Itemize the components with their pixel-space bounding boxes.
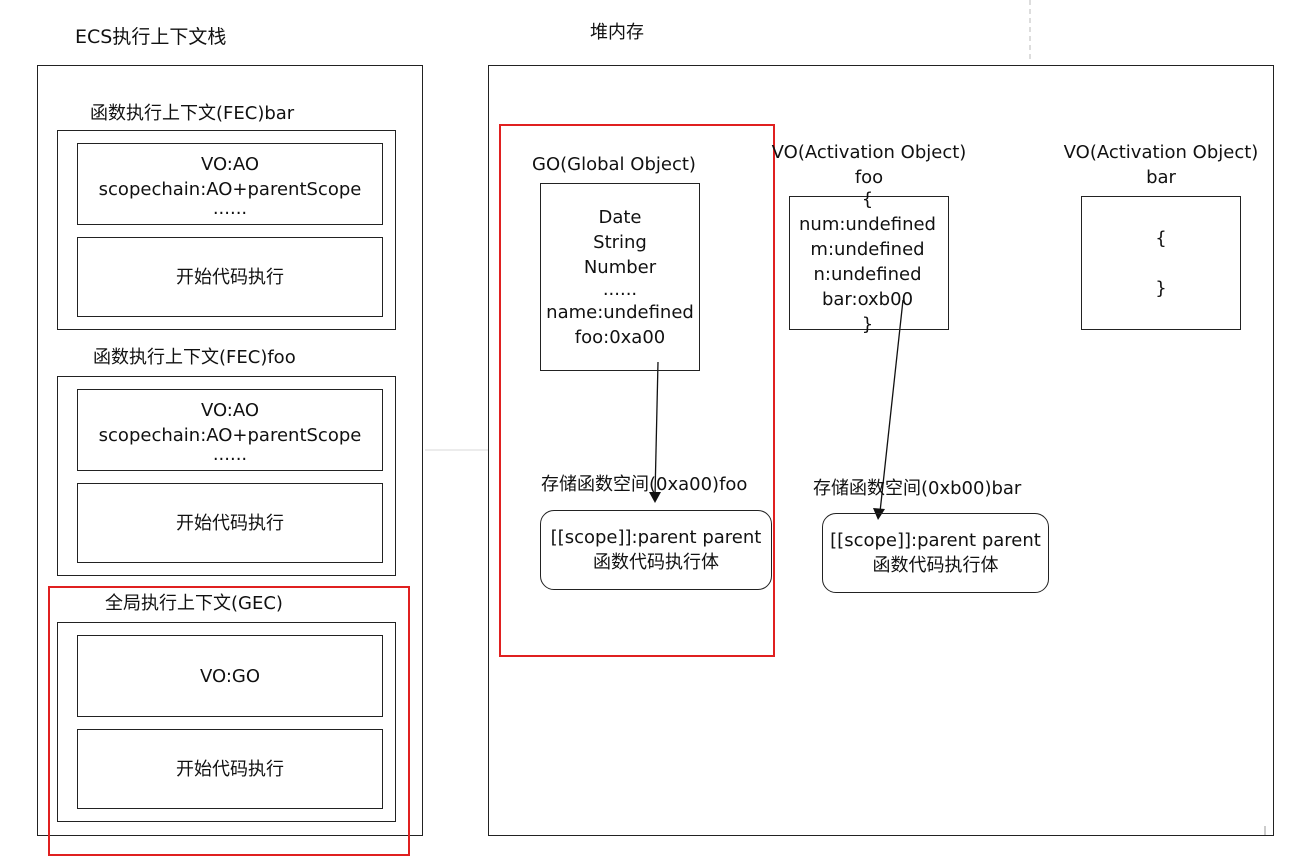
vo-bar-close-brace: }: [1155, 277, 1167, 299]
vo-foo-content: { num:undefined m:undefined n:undefined …: [760, 187, 975, 337]
fec-foo-ellipsis: ......: [212, 444, 248, 465]
go-line-foo: foo:0xa00: [574, 326, 666, 348]
heap-container: [488, 65, 1274, 836]
vo-foo-bar: bar:oxb00: [821, 289, 914, 310]
vo-foo-title: VO(Activation Object) foo: [760, 140, 978, 190]
heap-title: 堆内存: [590, 22, 644, 43]
fec-bar-scopechain: scopechain:AO+parentScope: [98, 179, 362, 200]
vo-bar-open-brace: {: [1155, 227, 1167, 249]
fec-foo-scopechain: scopechain:AO+parentScope: [98, 425, 362, 446]
go-line-ellipsis: ......: [602, 278, 638, 300]
go-line-string: String: [593, 231, 647, 253]
func-foo-body: 函数代码执行体: [593, 552, 719, 573]
fec-bar-vo: VO:AO: [200, 154, 260, 175]
fec-foo-vo: VO:AO: [200, 400, 260, 421]
stack-title: ECS执行上下文栈: [75, 26, 227, 48]
gec-vo-box: VO:GO: [77, 635, 383, 717]
fec-foo-title: 函数执行上下文(FEC)foo: [93, 347, 296, 368]
go-line-name: name:undefined: [546, 301, 694, 323]
arrow-go-to-foo-space: [654, 361, 659, 497]
vo-foo-title-line1: VO(Activation Object): [771, 142, 967, 163]
go-title: GO(Global Object): [532, 154, 696, 175]
gec-frame: [57, 622, 396, 822]
fec-bar-ellipsis: ......: [212, 198, 248, 219]
go-line-number: Number: [583, 256, 657, 278]
fec-foo-info-box: VO:AO scopechain:AO+parentScope ......: [77, 389, 383, 471]
vo-foo-open-brace: {: [861, 189, 874, 210]
go-highlight: [499, 124, 775, 657]
vo-bar-box: { }: [1081, 196, 1241, 330]
vo-bar-title: VO(Activation Object) bar: [1052, 140, 1270, 190]
vo-foo-m: m:undefined: [810, 239, 925, 260]
vo-foo-n: n:undefined: [813, 264, 922, 285]
vo-foo-box: [789, 196, 949, 330]
gec-exec-box: 开始代码执行: [77, 729, 383, 809]
vo-foo-num: num:undefined: [799, 214, 936, 235]
vo-bar-title-line2: bar: [1146, 167, 1176, 188]
fec-bar-exec-box: 开始代码执行: [77, 237, 383, 317]
go-line-date: Date: [598, 206, 642, 228]
func-bar-box: [[scope]]:parent parent 函数代码执行体: [822, 513, 1049, 593]
fec-foo-exec-box: 开始代码执行: [77, 483, 383, 563]
func-bar-title: 存储函数空间(0xb00)bar: [813, 478, 1022, 499]
fec-bar-title: 函数执行上下文(FEC)bar: [90, 103, 295, 124]
func-bar-body: 函数代码执行体: [872, 555, 999, 576]
ecs-stack-container: [37, 65, 423, 836]
gec-exec-label: 开始代码执行: [176, 758, 284, 780]
vo-foo-close-brace: }: [861, 314, 874, 335]
func-foo-scope: [[scope]]:parent parent: [550, 527, 762, 548]
fec-bar-frame: [57, 130, 396, 330]
gec-vo-label: VO:GO: [199, 665, 261, 687]
fec-foo-exec-label: 开始代码执行: [176, 512, 284, 534]
arrow-vo-to-bar-space: [879, 299, 904, 513]
go-box: Date String Number ...... name:undefined…: [540, 183, 700, 371]
vo-bar-title-line1: VO(Activation Object): [1063, 142, 1259, 163]
func-foo-box: [[scope]]:parent parent 函数代码执行体: [540, 510, 772, 590]
fec-bar-exec-label: 开始代码执行: [176, 266, 284, 288]
gec-title: 全局执行上下文(GEC): [105, 593, 283, 614]
arrow-head-foo: [649, 492, 661, 503]
arrow-head-bar: [873, 508, 885, 520]
func-foo-title: 存储函数空间(0xa00)foo: [541, 474, 748, 495]
func-bar-scope: [[scope]]:parent parent: [830, 530, 1041, 551]
fec-foo-frame: [57, 376, 396, 576]
vo-foo-title-line2: foo: [854, 167, 884, 188]
fec-bar-info-box: VO:AO scopechain:AO+parentScope ......: [77, 143, 383, 225]
